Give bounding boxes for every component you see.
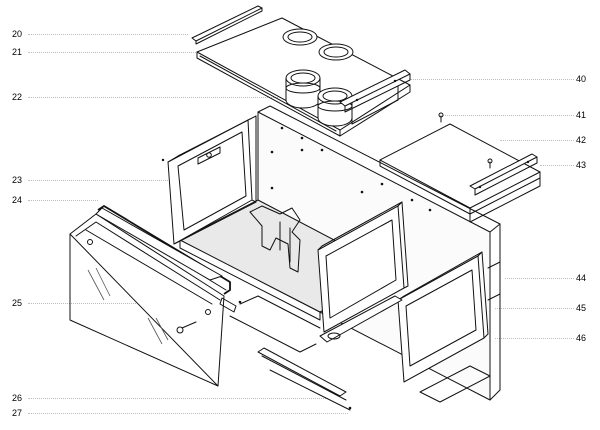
- leader-26: [28, 398, 328, 399]
- leader-20: [28, 34, 188, 35]
- right-side-panel: [397, 251, 501, 383]
- callout-25: 25: [12, 298, 23, 308]
- leader-24: [28, 200, 98, 201]
- callout-21: 21: [12, 47, 23, 57]
- callout-41: 41: [576, 110, 587, 120]
- callout-24: 24: [12, 195, 23, 205]
- callout-44: 44: [576, 273, 587, 283]
- callout-23: 23: [12, 175, 23, 185]
- leader-25: [28, 303, 178, 304]
- base-rails: [229, 295, 491, 411]
- leader-22: [28, 97, 278, 98]
- callout-42: 42: [576, 135, 587, 145]
- leader-21: [28, 52, 198, 53]
- callout-27: 27: [12, 408, 23, 418]
- callout-20: 20: [12, 29, 23, 39]
- callout-22: 22: [12, 92, 23, 102]
- leader-45: [495, 308, 574, 309]
- callout-45: 45: [576, 303, 587, 313]
- top-rail-bracket: [339, 69, 411, 125]
- left-side-panel: [161, 115, 257, 245]
- leader-40: [410, 79, 574, 80]
- leader-23: [28, 180, 178, 181]
- leader-44: [505, 278, 574, 279]
- callout-26: 26: [12, 393, 23, 403]
- leader-27: [28, 413, 348, 414]
- leader-46: [495, 338, 574, 339]
- callout-43: 43: [576, 160, 587, 170]
- leader-43: [540, 165, 574, 166]
- center-side-panel: [317, 201, 409, 333]
- callout-46: 46: [576, 333, 587, 343]
- shelf-assembly: [379, 112, 541, 223]
- leader-42: [500, 140, 574, 141]
- front-door: [69, 205, 242, 387]
- leader-41: [445, 115, 574, 116]
- callout-40: 40: [576, 74, 587, 84]
